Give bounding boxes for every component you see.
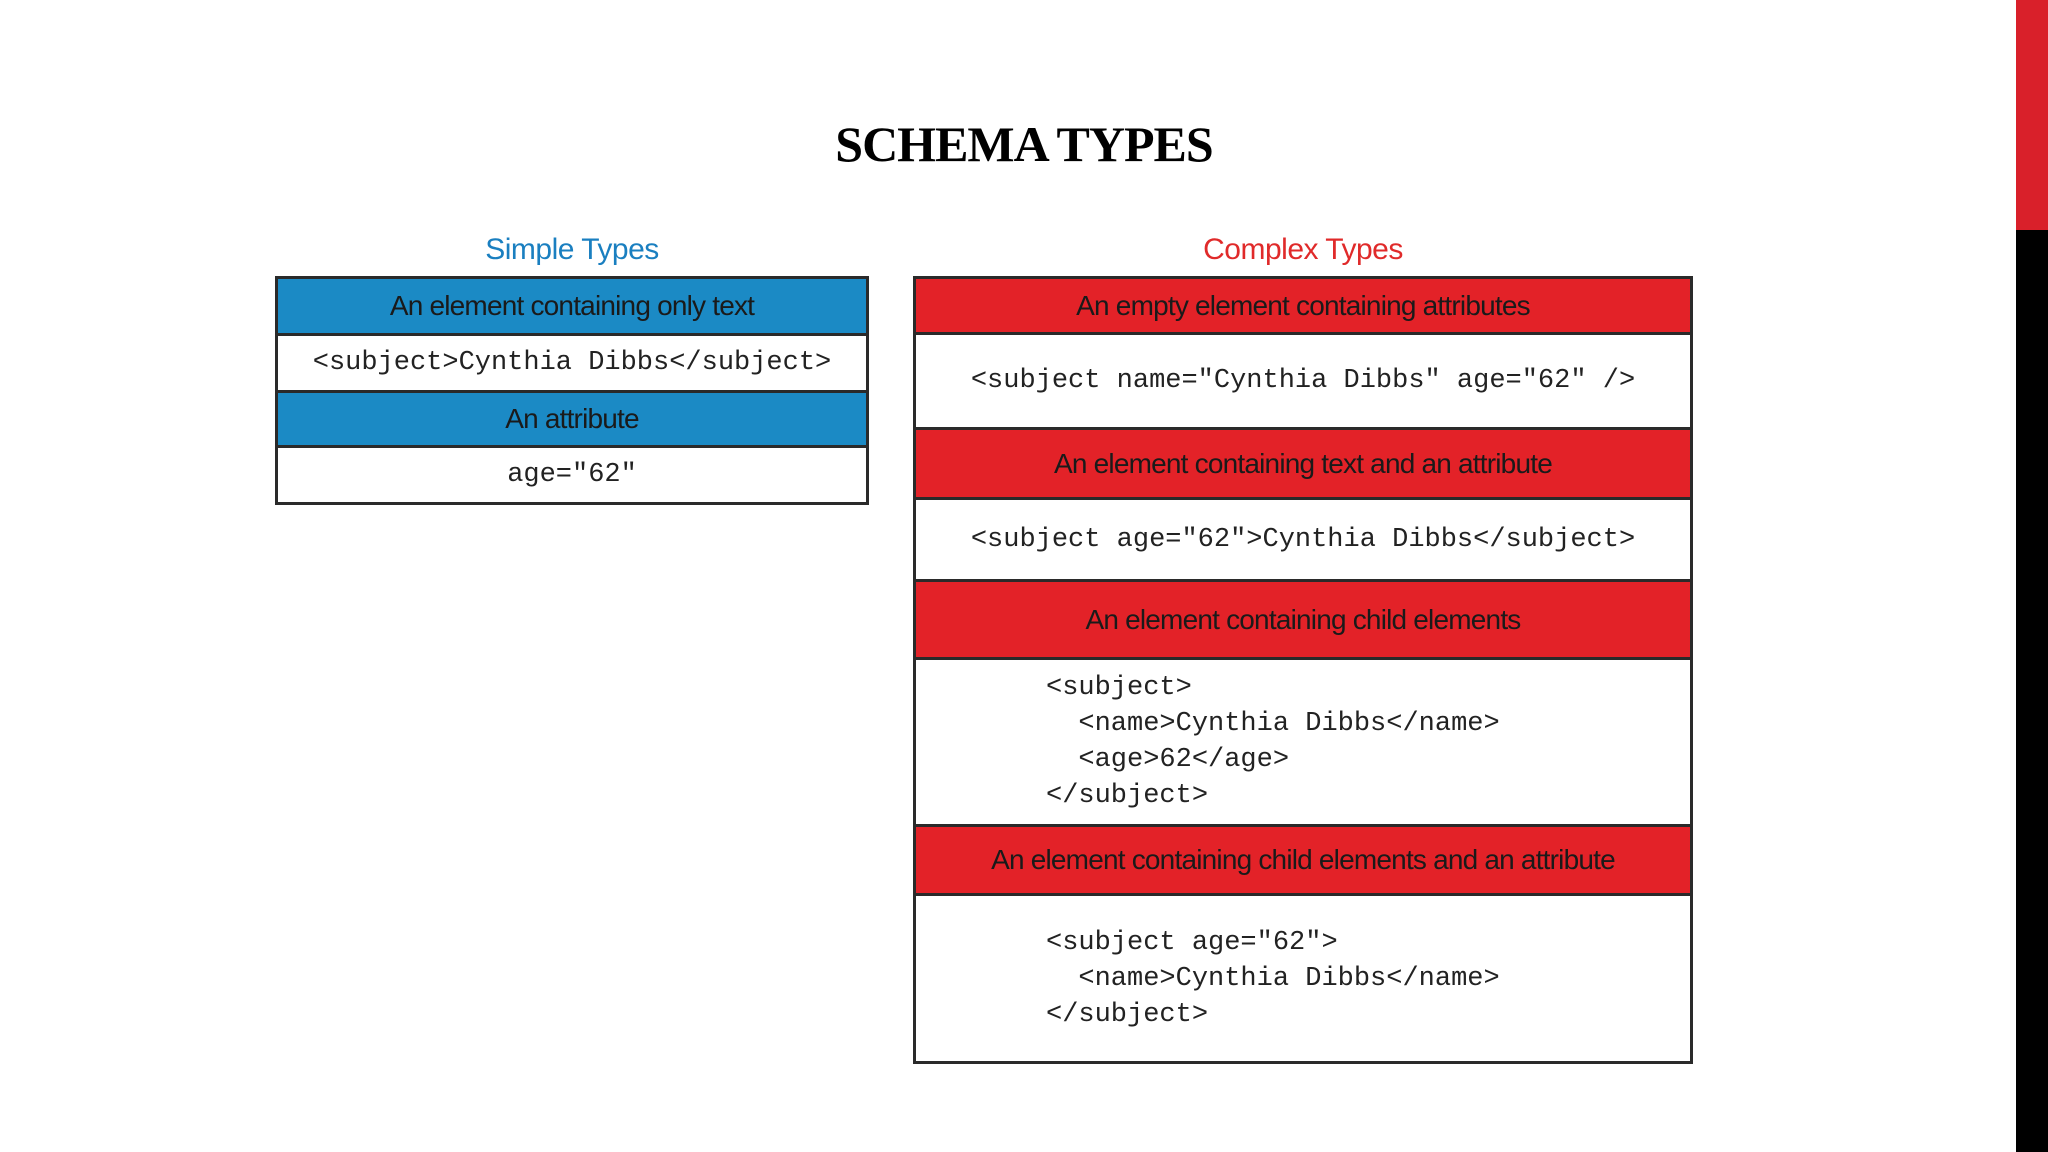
code-line: <subject age="62"> [1046, 927, 1338, 958]
simple-row-header: An attribute [278, 393, 866, 448]
complex-types-table: An empty element containing attributes <… [913, 276, 1693, 1064]
code-line: </subject> [1046, 999, 1209, 1030]
complex-row-code-block: <subject age="62"> <name>Cynthia Dibbs</… [916, 896, 1690, 1061]
slide-title: SCHEMA TYPES [835, 116, 1213, 172]
code-line: <age>62</age> [1046, 745, 1290, 775]
simple-types-heading: Simple Types [485, 233, 659, 266]
complex-row-header: An element containing child elements and… [916, 827, 1690, 896]
side-accent-bar-red [2016, 0, 2048, 230]
code-line: </subject> [1046, 781, 1209, 811]
complex-row-header: An element containing text and an attrib… [916, 430, 1690, 500]
complex-row-header: An element containing child elements [916, 582, 1690, 660]
complex-row-code: <subject age="62">Cynthia Dibbs</subject… [916, 500, 1690, 582]
simple-row-code: <subject>Cynthia Dibbs</subject> [278, 336, 866, 393]
code-line: <name>Cynthia Dibbs</name> [1046, 709, 1500, 739]
simple-types-table: An element containing only text <subject… [275, 276, 869, 505]
code-lines: <subject age="62"> <name>Cynthia Dibbs</… [1046, 925, 1500, 1033]
side-accent-bar-black [2016, 230, 2048, 1152]
code-lines: <subject> <name>Cynthia Dibbs</name> <ag… [1046, 670, 1500, 814]
complex-types-heading: Complex Types [1203, 233, 1403, 266]
complex-row-header: An empty element containing attributes [916, 279, 1690, 335]
code-line: <name>Cynthia Dibbs</name> [1046, 963, 1500, 994]
simple-row-code: age="62" [507, 460, 637, 490]
simple-row-header: An element containing only text [278, 279, 866, 336]
code-line: <subject> [1046, 673, 1192, 703]
complex-row-code: <subject name="Cynthia Dibbs" age="62" /… [916, 335, 1690, 430]
complex-row-code-block: <subject> <name>Cynthia Dibbs</name> <ag… [916, 660, 1690, 827]
